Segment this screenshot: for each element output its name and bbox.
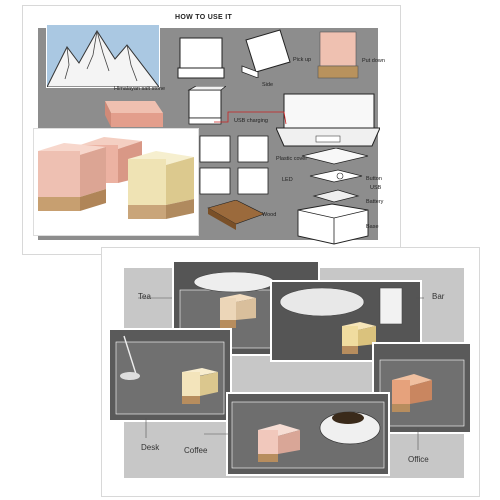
scene-connectors <box>124 268 464 478</box>
label-stone: Himalayan salt stone <box>114 86 166 92</box>
label-battery: Battery <box>366 199 384 205</box>
scene-card-office <box>372 342 472 434</box>
label-led: LED <box>282 177 293 183</box>
label-wood: Wood <box>262 212 277 218</box>
usb-cable-line <box>214 110 294 130</box>
scene-label-desk: Desk <box>141 443 160 452</box>
label-base: Base <box>366 224 379 230</box>
wood-plank <box>206 200 266 230</box>
label-side: Side <box>262 82 274 88</box>
lamp-sketch-tilted <box>240 26 298 78</box>
label-pick-up: Pick up <box>293 57 312 63</box>
scene-label-tea: Tea <box>138 292 151 301</box>
white-cube-lamp <box>186 86 226 126</box>
label-usb-charging: USB charging <box>234 118 268 124</box>
scene-label-coffee: Coffee <box>184 446 208 455</box>
scene-card-desk <box>108 328 232 422</box>
lamp-sketch-front <box>176 34 226 82</box>
label-plastic-cover: Plastic cover <box>276 156 308 162</box>
lamps-card <box>33 128 199 236</box>
page-title: HOW TO USE IT <box>175 14 233 21</box>
salt-stone-slab <box>97 97 163 133</box>
mountain-illustration <box>46 24 160 88</box>
scene-card-coffee <box>226 392 390 476</box>
parts-sketch-left <box>198 134 274 200</box>
scene-label-office: Office <box>408 455 429 464</box>
scene-label-bar: Bar <box>432 292 445 301</box>
label-usb: USB <box>370 185 382 191</box>
laptop-illustration <box>276 92 380 148</box>
label-button: Button <box>366 176 382 182</box>
lamp-color-pink-small <box>316 30 360 82</box>
exploded-view <box>296 148 374 246</box>
label-put-down: Put down <box>362 58 385 64</box>
